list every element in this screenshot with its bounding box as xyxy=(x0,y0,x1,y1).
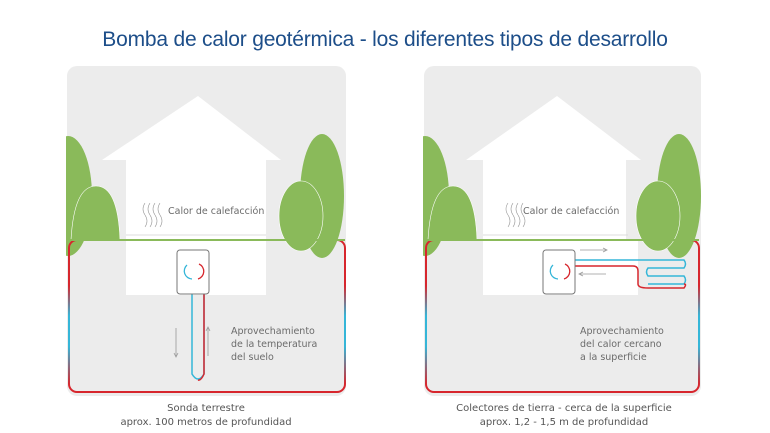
usage-line-3: a la superficie xyxy=(580,352,647,363)
horizontal-collector-diagram xyxy=(423,66,701,396)
caption-line-2: aprox. 1,2 - 1,5 m de profundidad xyxy=(479,417,649,428)
caption-line-1: Sonda terrestre xyxy=(167,403,245,414)
caption-line-2: aprox. 100 metros de profundidad xyxy=(120,417,292,428)
usage-line-2: del calor cercano xyxy=(580,339,662,350)
heat-waves-icon xyxy=(142,202,163,228)
heating-label: Calor de calefacción xyxy=(168,206,265,217)
caption-horizontal-collector: Colectores de tierra - cerca de la super… xyxy=(404,402,724,430)
usage-line-3: del suelo xyxy=(231,352,274,363)
vertical-probe-diagram xyxy=(66,66,346,396)
usage-label: Aprovechamiento de la temperatura del su… xyxy=(231,325,317,364)
usage-line-1: Aprovechamiento xyxy=(231,326,315,337)
usage-line-1: Aprovechamiento xyxy=(580,326,664,337)
flow-arrows-icon xyxy=(173,326,211,358)
caption-line-1: Colectores de tierra - cerca de la super… xyxy=(456,403,672,414)
flow-arrows-icon xyxy=(578,247,608,277)
heating-label: Calor de calefacción xyxy=(523,206,620,217)
panel-vertical-probe: Calor de calefacción Aprovechamiento de … xyxy=(66,66,346,396)
heat-waves-icon xyxy=(505,202,526,228)
usage-line-2: de la temperatura xyxy=(231,339,318,350)
usage-label: Aprovechamiento del calor cercano a la s… xyxy=(580,325,664,364)
panel-horizontal-collector: Calor de calefacción Aprovechamiento del… xyxy=(423,66,703,396)
diagram-title: Bomba de calor geotérmica - los diferent… xyxy=(102,28,668,51)
caption-vertical-probe: Sonda terrestre aprox. 100 metros de pro… xyxy=(46,402,366,430)
